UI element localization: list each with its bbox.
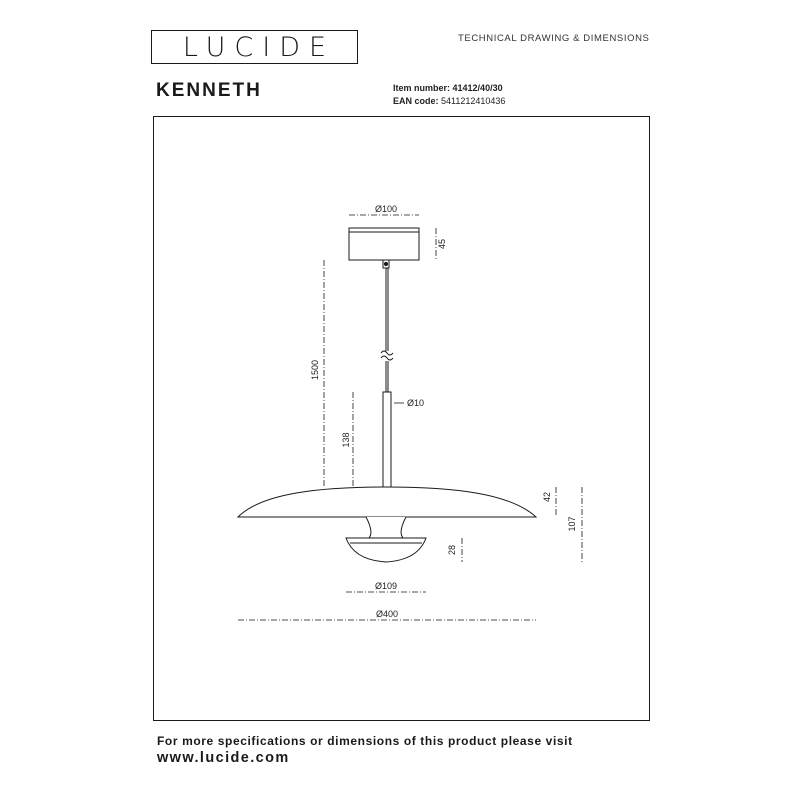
label-cable-length: 1500: [310, 360, 320, 380]
label-canopy-height: 45: [437, 239, 447, 249]
break-mark-bottom: [380, 355, 394, 361]
label-shade-diameter: Ø400: [376, 609, 398, 619]
drawing-frame: [153, 116, 650, 721]
stem: [382, 391, 392, 489]
footer-website-link[interactable]: www.lucide.com: [157, 750, 290, 766]
ean-label: EAN code:: [393, 96, 439, 106]
label-canopy-diameter: Ø100: [375, 204, 397, 214]
brand-logo: LUCIDE: [151, 30, 358, 64]
footer-info-text: For more specifications or dimensions of…: [157, 734, 573, 748]
item-number-value: 41412/40/30: [452, 83, 503, 93]
label-lower-diameter: Ø109: [375, 581, 397, 591]
lower-diffuser: [345, 537, 427, 563]
break-mark-top: [380, 350, 394, 356]
ean-row: EAN code: 5411212410436: [393, 96, 505, 106]
item-number-row: Item number: 41412/40/30: [393, 83, 503, 93]
brand-logo-text: LUCIDE: [182, 31, 336, 63]
lamp-shade: [236, 486, 538, 518]
item-number-label: Item number:: [393, 83, 451, 93]
ean-value: 5411212410436: [441, 96, 506, 106]
canopy: [348, 227, 420, 261]
label-stem-length: 138: [341, 432, 351, 447]
product-name: KENNETH: [156, 80, 262, 101]
document-type: TECHNICAL DRAWING & DIMENSIONS: [458, 33, 650, 44]
label-shade-height: 42: [542, 492, 552, 502]
label-lower-height: 28: [447, 545, 457, 555]
label-total-height: 107: [567, 516, 577, 531]
shade-neck: [365, 516, 407, 539]
connector-screw: [383, 261, 389, 267]
label-stem-diameter: Ø10: [407, 398, 424, 408]
